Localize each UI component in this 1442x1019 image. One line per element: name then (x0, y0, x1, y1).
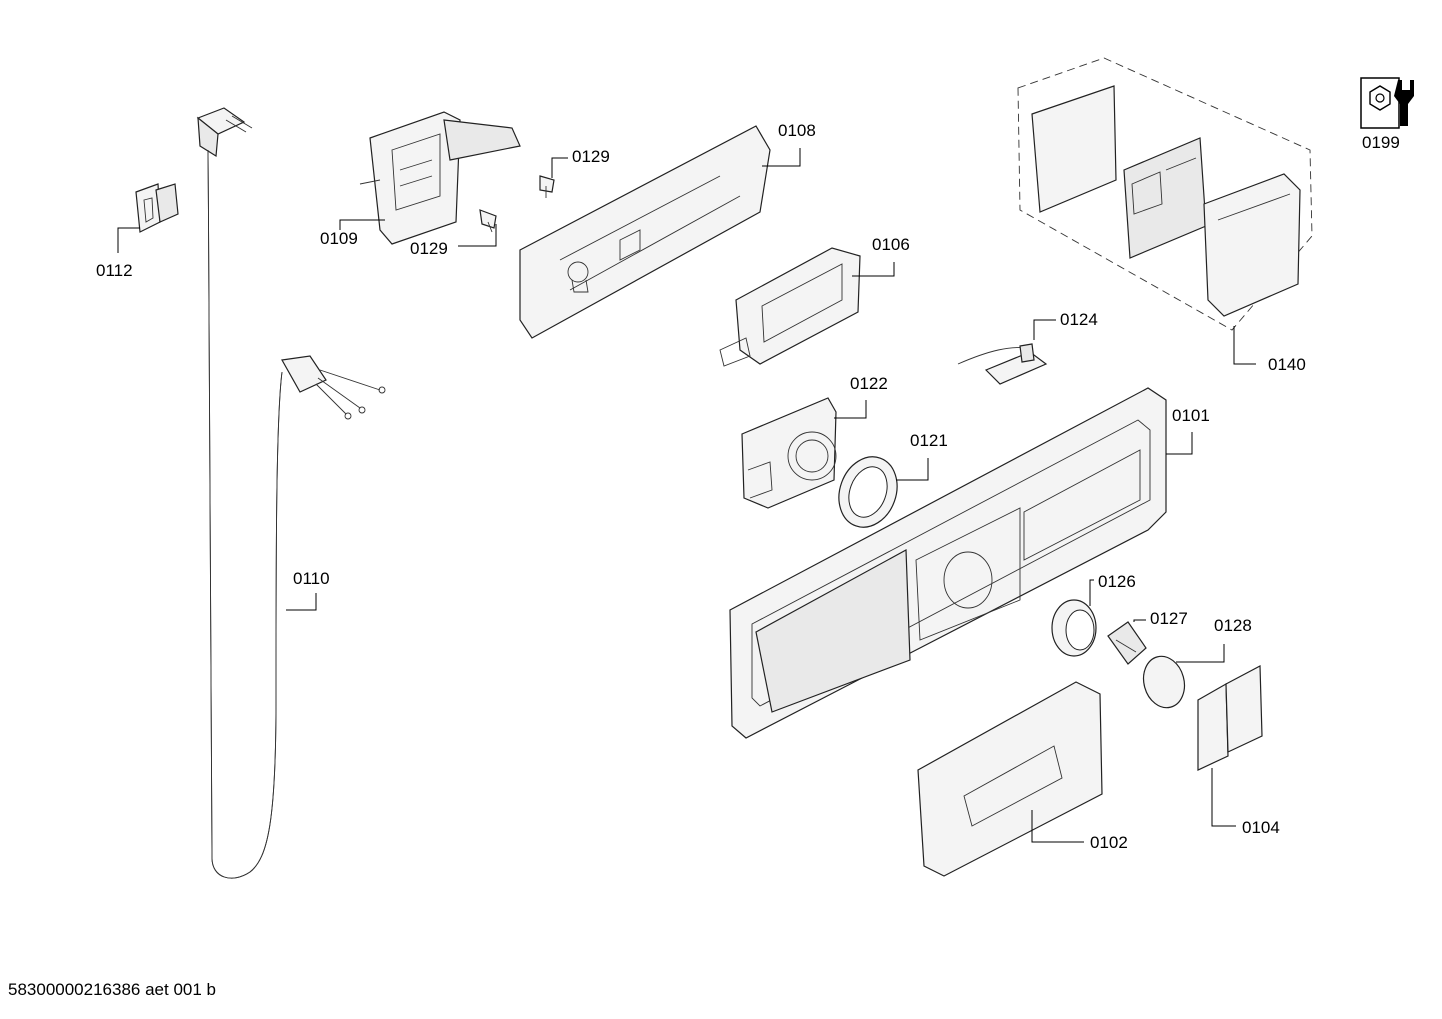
leader-0110 (286, 593, 317, 611)
label-0104: 0104 (1242, 818, 1280, 837)
label-0126: 0126 (1098, 572, 1136, 591)
label-0106: 0106 (872, 235, 910, 254)
part-0102-drawer-handle (917, 681, 1103, 877)
label-0101: 0101 (1172, 406, 1210, 425)
part-0112-clip (135, 183, 179, 233)
label-0102: 0102 (1090, 833, 1128, 852)
label-0129-upper: 0129 (572, 147, 610, 166)
leader-0127 (1133, 619, 1146, 622)
label-0124: 0124 (1060, 310, 1098, 329)
leader-0129-lower (458, 224, 497, 247)
leader-0121 (896, 458, 929, 481)
part-0129-screw-lower (479, 209, 497, 233)
leader-0104 (1211, 768, 1236, 827)
label-0110: 0110 (293, 569, 330, 588)
label-0108: 0108 (778, 121, 816, 140)
part-0109-bracket (359, 111, 521, 245)
document-id: 58300000216386 aet 001 b (8, 980, 216, 999)
label-0140: 0140 (1268, 355, 1306, 374)
leader-0124 (1033, 319, 1056, 340)
leader-0129-upper (551, 157, 568, 178)
label-0127: 0127 (1150, 609, 1188, 628)
part-0129-screw-upper (539, 175, 555, 198)
label-0129-lower: 0129 (410, 239, 448, 258)
leader-0102 (1031, 810, 1084, 843)
leader-0122 (834, 400, 867, 419)
part-0108-control-board (519, 125, 771, 339)
part-0106-display-frame (719, 247, 861, 367)
leader-0101 (1166, 432, 1193, 455)
part-0126-knob (1051, 599, 1097, 657)
part-0122-knob-holder (741, 397, 837, 509)
leader-0109 (339, 219, 385, 230)
label-0109: 0109 (320, 229, 358, 248)
label-0128: 0128 (1214, 616, 1252, 635)
leader-0128 (1176, 644, 1225, 663)
label-0199: 0199 (1362, 133, 1400, 152)
leader-0140 (1233, 326, 1256, 365)
leader-0108 (762, 148, 801, 167)
nut-and-wrench-icon (1360, 77, 1414, 129)
part-0121-ring (838, 456, 898, 528)
label-0122: 0122 (850, 374, 888, 393)
leader-0112 (117, 227, 140, 253)
part-0128-cap (1142, 655, 1186, 709)
label-0112: 0112 (96, 261, 133, 280)
label-0121: 0121 (910, 431, 948, 450)
part-0124-sensor (957, 343, 1048, 385)
part-0101-fascia-panel (729, 387, 1167, 739)
part-0127-knob-insert (1107, 621, 1147, 665)
part-0140-electronic-module (1017, 57, 1313, 331)
leader-0106 (852, 262, 895, 277)
part-0104-overlays (1197, 665, 1263, 771)
leader-0126 (1089, 579, 1094, 606)
part-0110-power-cord (196, 107, 386, 879)
